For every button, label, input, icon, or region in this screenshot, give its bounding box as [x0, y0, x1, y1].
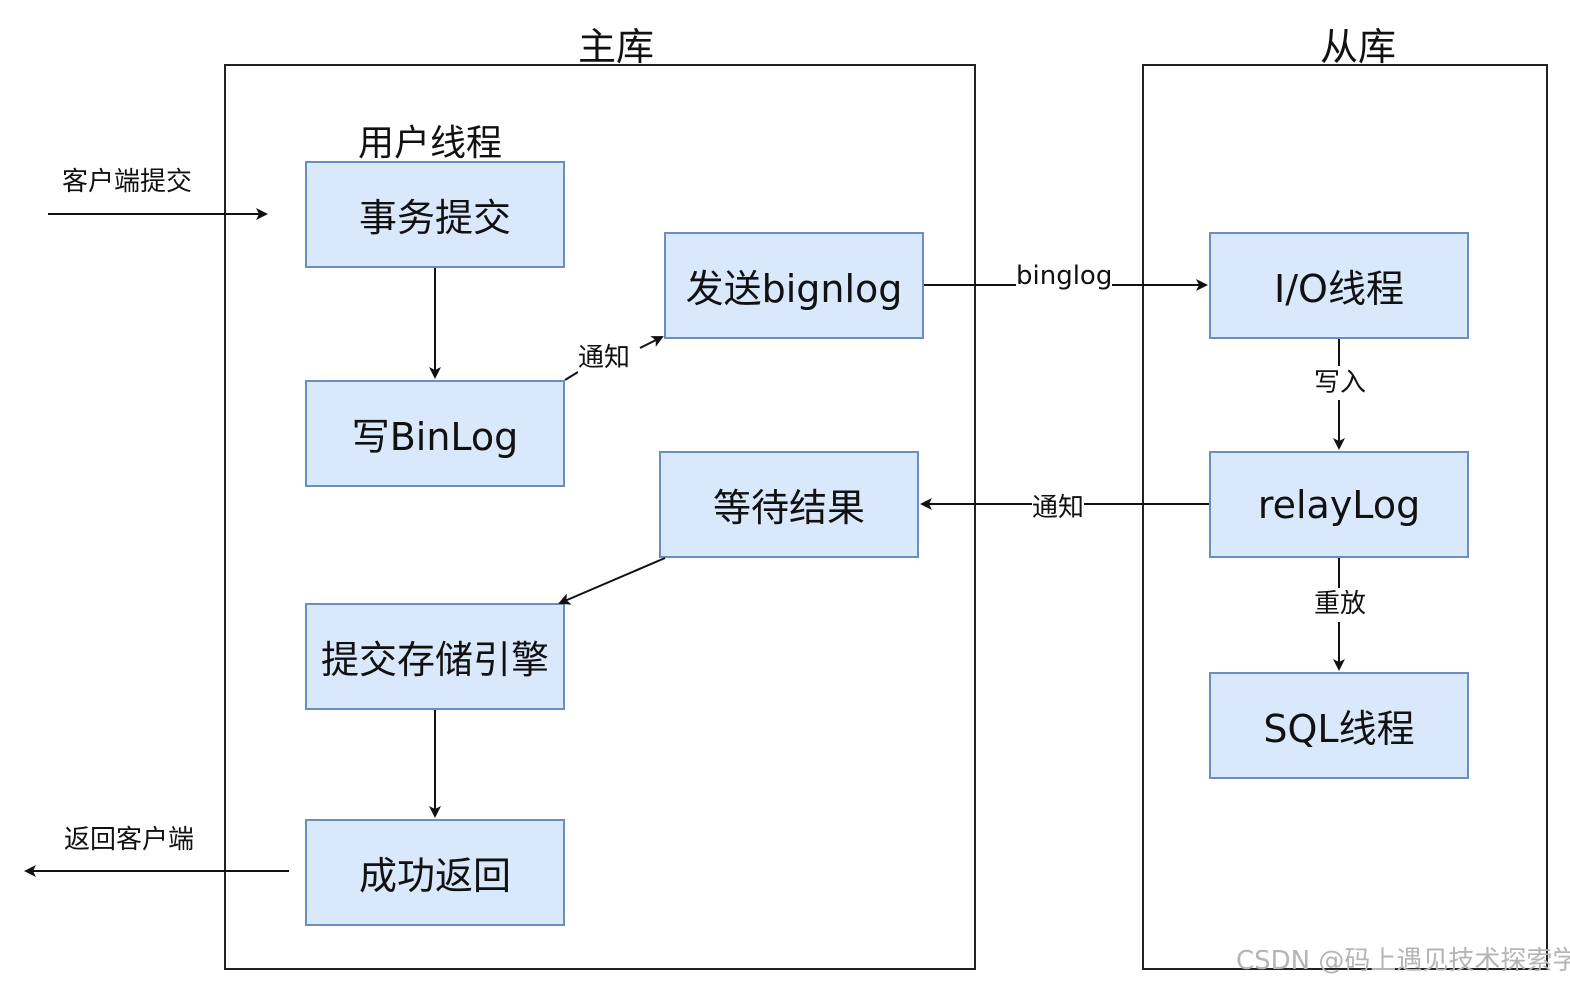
sql-thread-node: SQL线程 — [1209, 672, 1469, 779]
transaction-commit-node: 事务提交 — [305, 161, 565, 268]
notify-wait-label: 通知 — [1032, 493, 1085, 523]
success-return-node: 成功返回 — [305, 819, 565, 926]
notify-send-label: 通知 — [578, 343, 631, 373]
replay-label: 重放 — [1314, 589, 1367, 619]
replica-container — [1142, 64, 1548, 970]
binlog-label: binglog — [1016, 261, 1113, 291]
send-binlog-node: 发送bignlog — [664, 232, 924, 339]
primary-container — [224, 64, 976, 970]
replica-title: 从库 — [1320, 25, 1397, 69]
watermark: CSDN @码上遇见技术探索学 — [1236, 946, 1570, 976]
primary-title: 主库 — [578, 25, 655, 69]
io-thread-node: I/O线程 — [1209, 232, 1469, 339]
commit-storage-engine-node: 提交存储引擎 — [305, 603, 565, 710]
wait-to-engine-arrow — [558, 557, 666, 605]
return-client-label: 返回客户端 — [64, 825, 195, 855]
client-submit-label: 客户端提交 — [62, 167, 193, 197]
binlog-to-send-arrow — [564, 337, 662, 381]
wait-result-node: 等待结果 — [659, 451, 919, 558]
user-thread-label: 用户线程 — [358, 123, 503, 164]
relay-log-node: relayLog — [1209, 451, 1469, 558]
write-binlog-node: 写BinLog — [305, 380, 565, 487]
write-in-label: 写入 — [1314, 368, 1367, 398]
